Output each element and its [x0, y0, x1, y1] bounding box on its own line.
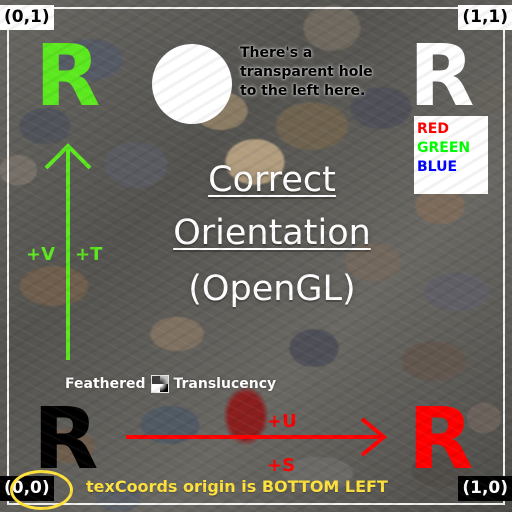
translucency-swatch-icon — [150, 375, 169, 393]
title-line-3: (OpenGL) — [188, 269, 356, 309]
axis-label-plus-u: +U — [267, 411, 297, 432]
letter-r-top-right: R — [409, 27, 475, 126]
translucency-label: Translucency — [173, 376, 277, 392]
transparent-hole — [152, 44, 232, 124]
feathered-label: Feathered — [65, 376, 146, 392]
corner-label-top-left: (0,1) — [0, 5, 54, 30]
corner-label-top-right: (1,1) — [458, 5, 512, 30]
hole-note: There's a transparent hole to the left h… — [240, 45, 373, 99]
title-line-2: Orientation — [173, 213, 371, 253]
vertical-arrow — [44, 143, 92, 360]
origin-note: texCoords origin is BOTTOM LEFT — [86, 477, 388, 496]
rgb-red-label: RED — [417, 121, 449, 137]
axis-label-plus-t: +T — [75, 244, 103, 265]
letter-r-bottom-right: R — [408, 390, 474, 489]
title-line-1: Correct — [208, 160, 336, 200]
axis-label-plus-v: +V — [26, 244, 56, 265]
horizontal-arrow — [126, 417, 388, 457]
rgb-legend: RED GREEN BLUE — [414, 116, 488, 194]
origin-highlight — [10, 470, 73, 510]
feathered-translucency: Feathered Translucency — [65, 374, 276, 394]
axis-label-plus-s: +S — [267, 455, 296, 476]
letter-r-top-left: R — [35, 27, 101, 126]
rgb-blue-label: BLUE — [417, 159, 458, 175]
rgb-green-label: GREEN — [417, 140, 471, 156]
corner-label-bottom-right: (1,0) — [458, 476, 512, 501]
letter-r-bottom-left: R — [33, 390, 99, 489]
